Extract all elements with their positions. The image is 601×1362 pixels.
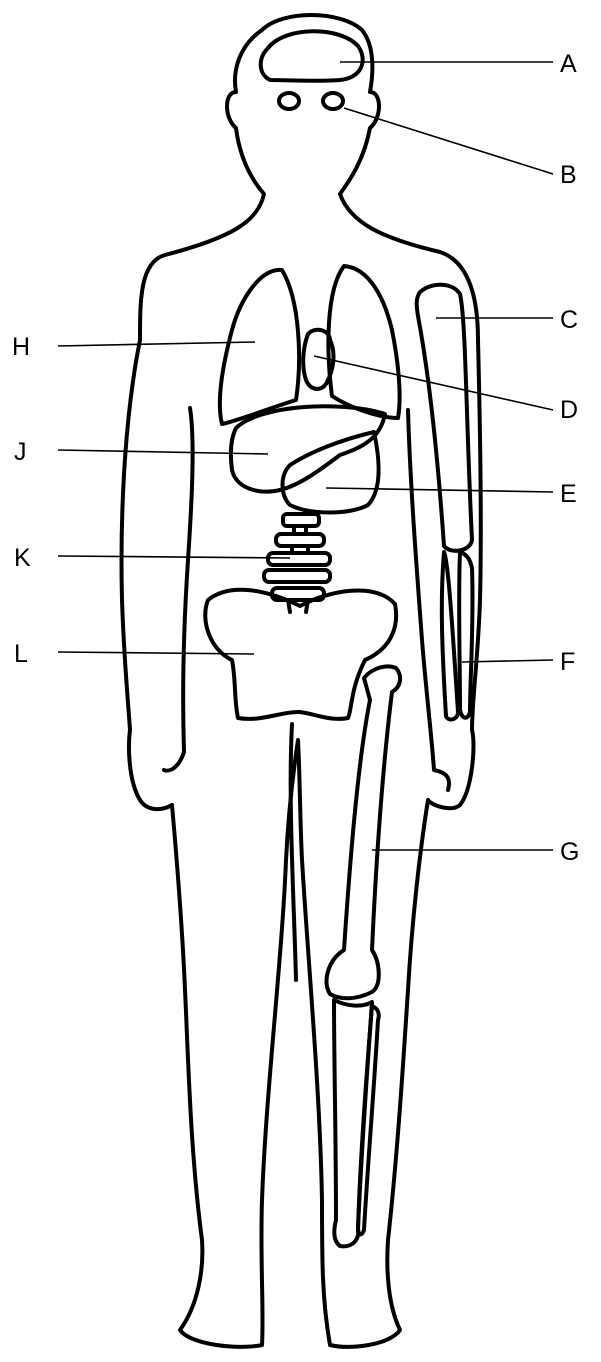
forearm-bone-1 — [442, 552, 458, 719]
brain — [261, 31, 363, 81]
leader-line-l — [58, 652, 254, 654]
femur — [326, 666, 400, 998]
leader-line-j — [58, 450, 268, 454]
left-eye — [279, 93, 299, 109]
left-arm-inner-line — [164, 408, 193, 771]
label-d: D — [560, 396, 578, 424]
label-c: C — [560, 306, 578, 334]
leader-line-b — [344, 108, 553, 174]
leader-line-h — [58, 342, 255, 346]
leader-line-d — [314, 356, 553, 410]
label-k: K — [14, 544, 31, 572]
humerus — [417, 285, 472, 551]
right-eye — [323, 93, 343, 109]
left-lung — [220, 270, 299, 424]
right-lung — [328, 266, 399, 418]
label-e: E — [560, 480, 577, 508]
leader-line-k — [58, 556, 290, 558]
label-h: H — [12, 333, 30, 361]
forearm-bone-2 — [459, 552, 472, 718]
label-f: F — [560, 648, 575, 676]
label-j: J — [14, 438, 27, 466]
label-a: A — [560, 50, 577, 78]
label-b: B — [560, 161, 577, 189]
label-l: L — [14, 640, 28, 668]
liver — [231, 406, 385, 491]
label-g: G — [560, 838, 579, 866]
